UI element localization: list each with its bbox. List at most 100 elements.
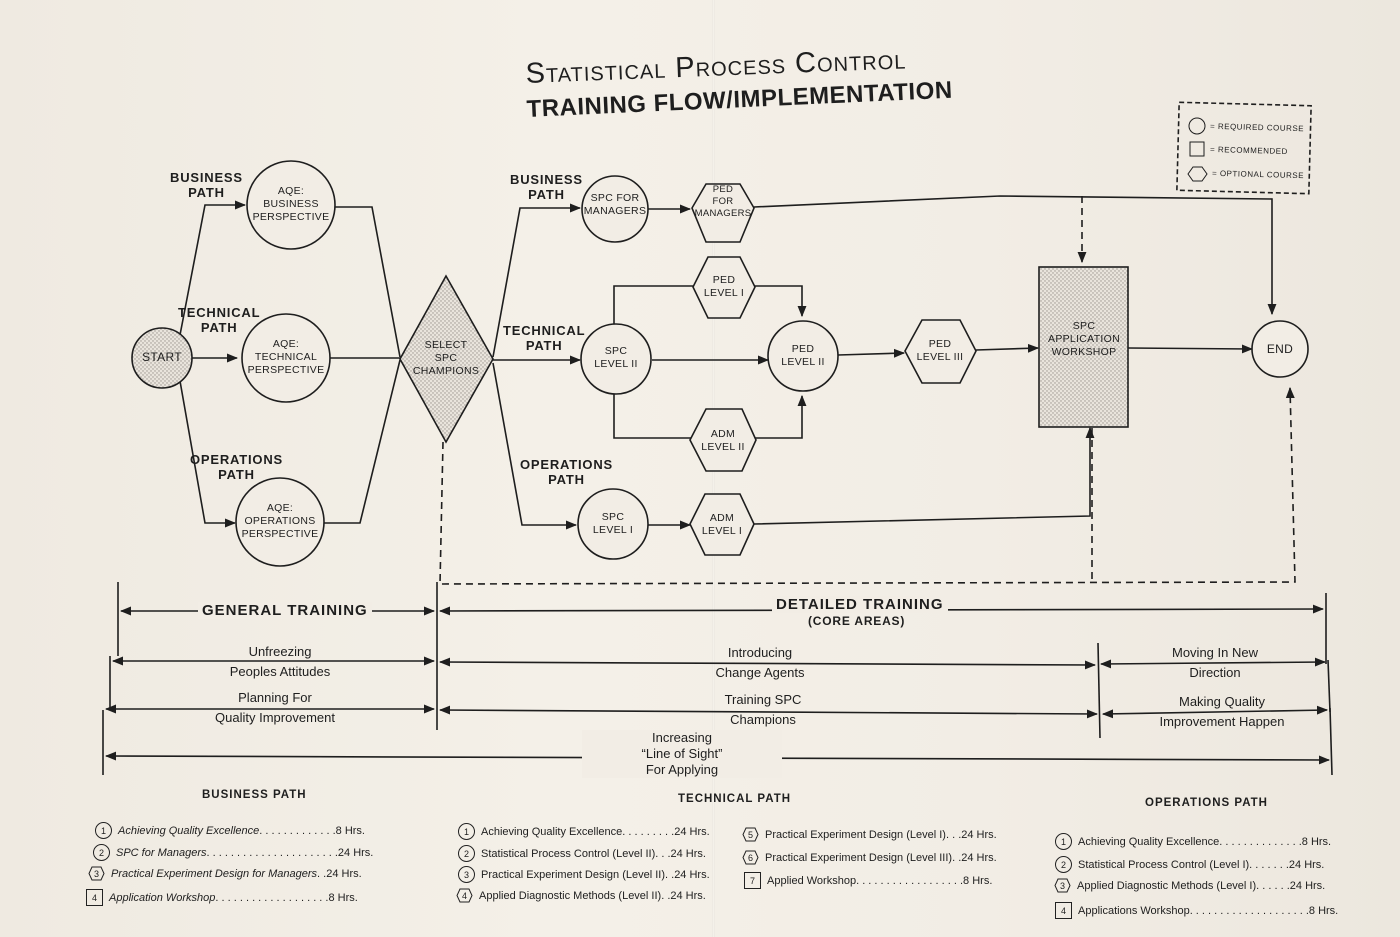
edge-ped2-ped3 xyxy=(837,348,906,358)
course-leader-dots: . . . . . . . . . . . . . . . . . . . xyxy=(215,891,329,904)
edge-ped1-ped2 xyxy=(754,285,807,318)
edge-spc2-ped1 xyxy=(613,285,693,326)
course-leader-dots: . . . xyxy=(945,828,962,841)
course-hours: 24 Hrs. xyxy=(1288,858,1325,871)
technical-course-item: 5 Practical Experiment Design (Level I). … xyxy=(742,827,997,842)
operations-courses-heading: OPERATIONS PATH xyxy=(1145,797,1268,809)
course-leader-dots: . . . . . . . xyxy=(1249,858,1289,871)
square-number-marker-icon: 7 xyxy=(744,872,761,889)
course-name: Applications Workshop xyxy=(1078,904,1190,917)
course-name: Statistical Process Control (Level I) xyxy=(1078,858,1250,871)
course-name: Applied Diagnostic Methods (Level II) xyxy=(479,889,662,902)
node-adm-level2 xyxy=(689,408,757,472)
circle-number-marker-icon: 2 xyxy=(458,845,475,862)
course-hours: 24 Hrs. xyxy=(674,868,710,881)
hex-number-marker-icon: 4 xyxy=(456,888,473,903)
course-name: Statistical Process Control (Level II) xyxy=(481,847,656,860)
node-ped-level2 xyxy=(767,320,839,392)
course-hours: 8 Hrs. xyxy=(328,891,358,904)
hex-number-marker-icon: 6 xyxy=(742,850,759,865)
legend-box xyxy=(1176,101,1312,195)
course-hours: 24 Hrs. xyxy=(326,867,362,880)
circle-number-marker-icon: 2 xyxy=(93,844,110,861)
hex-number-marker-icon: 5 xyxy=(742,827,759,842)
arrow-row2-center xyxy=(438,705,1099,719)
course-name: SPC for Managers xyxy=(116,846,207,859)
course-leader-dots: . . . . . . . . . . . . . xyxy=(259,824,336,837)
circle-number-marker-icon: 3 xyxy=(458,866,475,883)
operations-course-item: 2 Statistical Process Control (Level I). … xyxy=(1055,856,1324,873)
course-name: Achieving Quality Excellence xyxy=(481,825,623,838)
node-ped-level3 xyxy=(904,319,977,384)
node-spc-managers xyxy=(581,175,649,243)
hex-number-marker-icon: 3 xyxy=(88,866,105,881)
course-hours: 8 Hrs. xyxy=(335,824,365,837)
course-name: Practical Experiment Design (Level III) xyxy=(765,851,953,864)
node-adm-level1 xyxy=(689,493,755,556)
node-spc-level1 xyxy=(577,488,649,560)
node-aqe-operations xyxy=(235,477,325,567)
detailed-training-label: DETAILED TRAINING xyxy=(772,596,948,613)
course-leader-dots: . . . . . . xyxy=(1256,879,1290,892)
course-leader-dots: . . . . . . . . . . . . . . xyxy=(1219,835,1302,848)
node-ped-level1 xyxy=(692,256,756,319)
legend-square-icon xyxy=(1189,141,1205,157)
course-leader-dots: . . xyxy=(665,868,675,881)
course-name: Achieving Quality Excellence xyxy=(118,824,260,837)
technical-courses-heading: TECHNICAL PATH xyxy=(678,793,792,805)
row3-label: Increasing“Line of Sight”For Applying xyxy=(582,730,782,778)
course-hours: 24 Hrs. xyxy=(1289,879,1326,892)
edge-start-operations xyxy=(179,380,237,528)
course-name: Practical Experiment Design (Level I) xyxy=(765,828,946,841)
general-training-label: GENERAL TRAINING xyxy=(198,602,372,619)
circle-number-marker-icon: 2 xyxy=(1055,856,1072,873)
node-select-diamond xyxy=(399,274,494,444)
course-leader-dots: . . . . . . . . . . . . . . . . . . . . xyxy=(1189,904,1309,917)
edge-start-business xyxy=(179,200,247,336)
tick-right-mid xyxy=(1097,642,1101,739)
course-leader-dots: . . . . . . . . . xyxy=(622,825,675,838)
course-hours: 24 Hrs. xyxy=(961,828,997,841)
course-name: Practical Experiment Design (Level II) xyxy=(481,868,666,881)
course-hours: 24 Hrs. xyxy=(961,851,997,864)
node-workshop xyxy=(1038,266,1129,428)
start-label: START xyxy=(142,350,182,364)
edge-pedm-end xyxy=(753,195,1277,316)
square-number-marker-icon: 4 xyxy=(86,889,103,906)
edge-select-operations xyxy=(492,362,578,530)
edge-adm1-workshop xyxy=(753,426,1095,525)
circle-number-marker-icon: 1 xyxy=(1055,833,1072,850)
node-end xyxy=(1251,320,1309,378)
business-courses-heading: BUSINESS PATH xyxy=(202,789,307,801)
technical-course-item: 6 Practical Experiment Design (Level III)… xyxy=(742,850,997,865)
